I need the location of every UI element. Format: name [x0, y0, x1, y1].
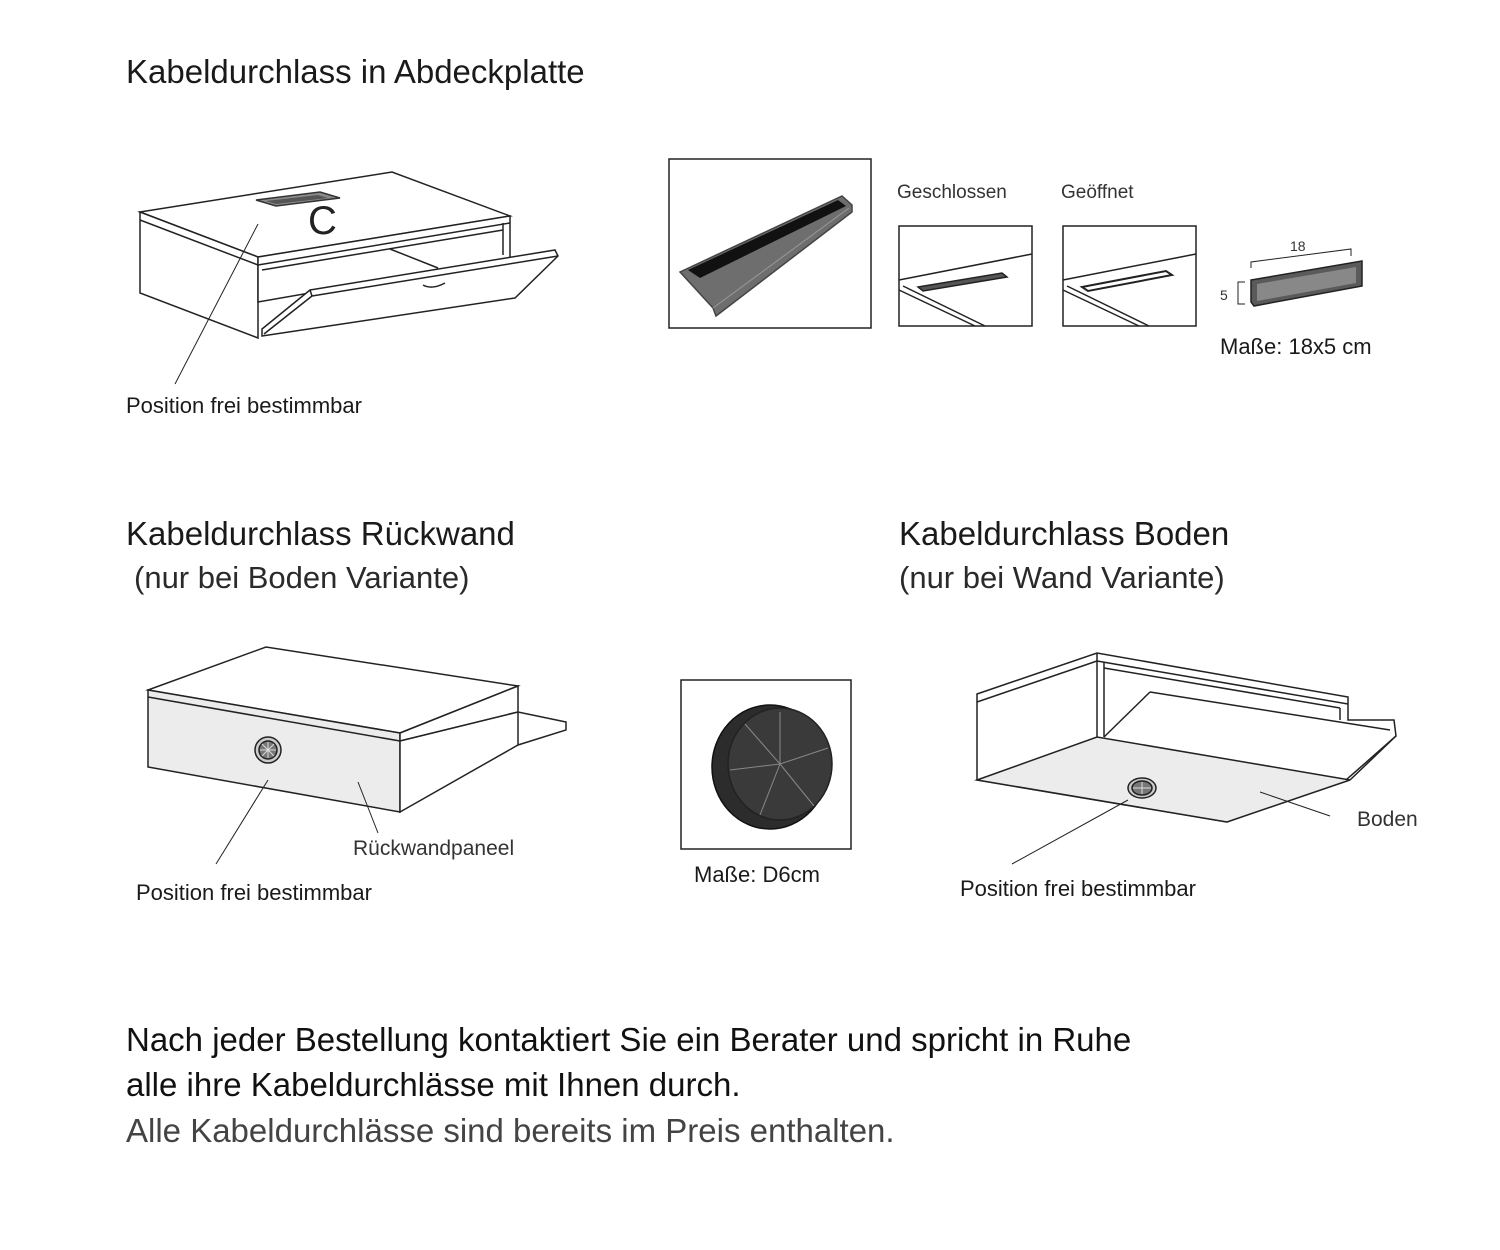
cable-slot-on-top [255, 191, 341, 207]
slot-dimensions: Maße: 18x5 cm [1220, 334, 1372, 359]
footer-line-3: Alle Kabeldurchlässe sind bereits im Pre… [126, 1112, 895, 1149]
dimension-sketch [1237, 248, 1363, 307]
pointer-line-floor-label [1259, 791, 1331, 817]
back-panel-label: Rückwandpaneel [353, 837, 515, 860]
grommet-icon-back [254, 736, 282, 764]
dimension-width-label: 18 [1290, 238, 1306, 254]
open-label: Geöffnet [1061, 182, 1134, 203]
section-title-floor: Kabeldurchlass Boden [899, 515, 1230, 552]
pointer-line-back-position [215, 779, 269, 865]
pointer-line-floor-position [1011, 799, 1129, 865]
cabinet-floor-illustration [974, 652, 1397, 823]
footer-line-2: alle ihre Kabeldurchlässe mit Ihnen durc… [126, 1066, 741, 1103]
closed-label: Geschlossen [897, 182, 1007, 203]
section-subtitle-floor: (nur bei Wand Variante) [899, 560, 1225, 595]
cabinet-top-illustration [137, 171, 559, 340]
section-subtitle-back-wall: (nur bei Boden Variante) [134, 560, 470, 595]
closed-state-illustration [898, 225, 1033, 327]
dimension-height-label: 5 [1220, 287, 1228, 303]
grommet-product-image [680, 679, 852, 850]
pointer-line-top [174, 223, 259, 385]
grommet-dimensions: Maße: D6cm [694, 862, 820, 887]
cabinet-back-illustration [145, 646, 567, 814]
position-label-top: Position frei bestimmbar [126, 393, 362, 418]
floor-label: Boden [1357, 808, 1418, 831]
position-label-floor: Position frei bestimmbar [960, 876, 1196, 901]
position-label-back: Position frei bestimmbar [136, 880, 372, 905]
pointer-line-back-panel [357, 781, 379, 834]
section-title-top-plate: Kabeldurchlass in Abdeckplatte [126, 53, 585, 90]
c-marker-letter: C [308, 199, 337, 243]
footer-line-1: Nach jeder Bestellung kontaktiert Sie ei… [126, 1021, 1132, 1058]
cable-slot-product-image [668, 158, 872, 329]
section-title-back-wall: Kabeldurchlass Rückwand [126, 515, 515, 552]
grommet-icon-floor [1127, 777, 1157, 799]
open-state-illustration [1062, 225, 1197, 327]
